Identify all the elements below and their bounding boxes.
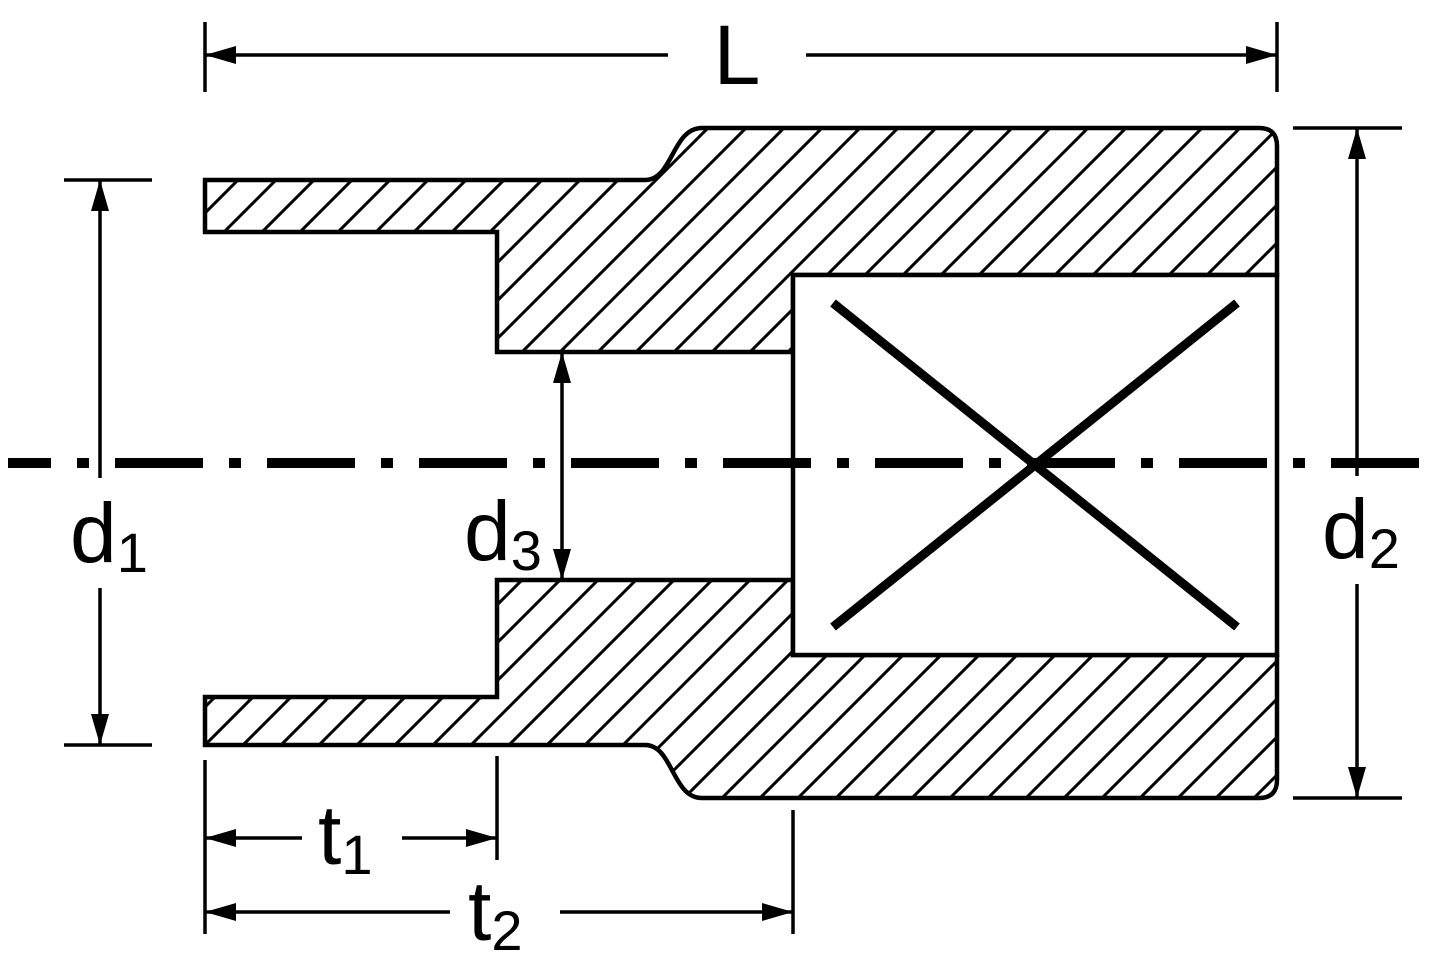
dim-t2-label: t2 bbox=[468, 864, 523, 962]
dim-d2-label: d2 bbox=[1322, 482, 1400, 580]
dimension-d2: d2 bbox=[1293, 126, 1402, 800]
dim-d1-arrow-bottom bbox=[91, 714, 109, 745]
dimension-d3: d3 bbox=[464, 352, 571, 582]
dim-d3-arrow-top bbox=[553, 352, 571, 383]
dim-t1-label: t1 bbox=[318, 788, 373, 886]
dimension-t2: t2 bbox=[203, 760, 795, 962]
dimension-t1: t1 bbox=[205, 756, 499, 886]
dim-t2-arrow-left bbox=[205, 903, 236, 921]
dimension-L: L bbox=[203, 8, 1279, 102]
dim-t1-arrow-right bbox=[466, 829, 497, 847]
dim-d2-arrow-bottom bbox=[1348, 767, 1366, 798]
dim-d1-arrow-top bbox=[91, 180, 109, 211]
dim-t2-arrow-right bbox=[762, 903, 793, 921]
dim-t1-arrow-left bbox=[205, 829, 236, 847]
dimension-d1: d1 bbox=[64, 178, 152, 747]
dim-d2-arrow-top bbox=[1348, 128, 1366, 159]
dim-d1-label: d1 bbox=[70, 486, 148, 584]
dim-L-arrow-left bbox=[205, 46, 236, 64]
dim-L-label: L bbox=[714, 8, 761, 102]
dim-L-arrow-right bbox=[1246, 46, 1277, 64]
dim-d3-label: d3 bbox=[464, 484, 542, 582]
dim-d3-arrow-bottom bbox=[553, 549, 571, 580]
